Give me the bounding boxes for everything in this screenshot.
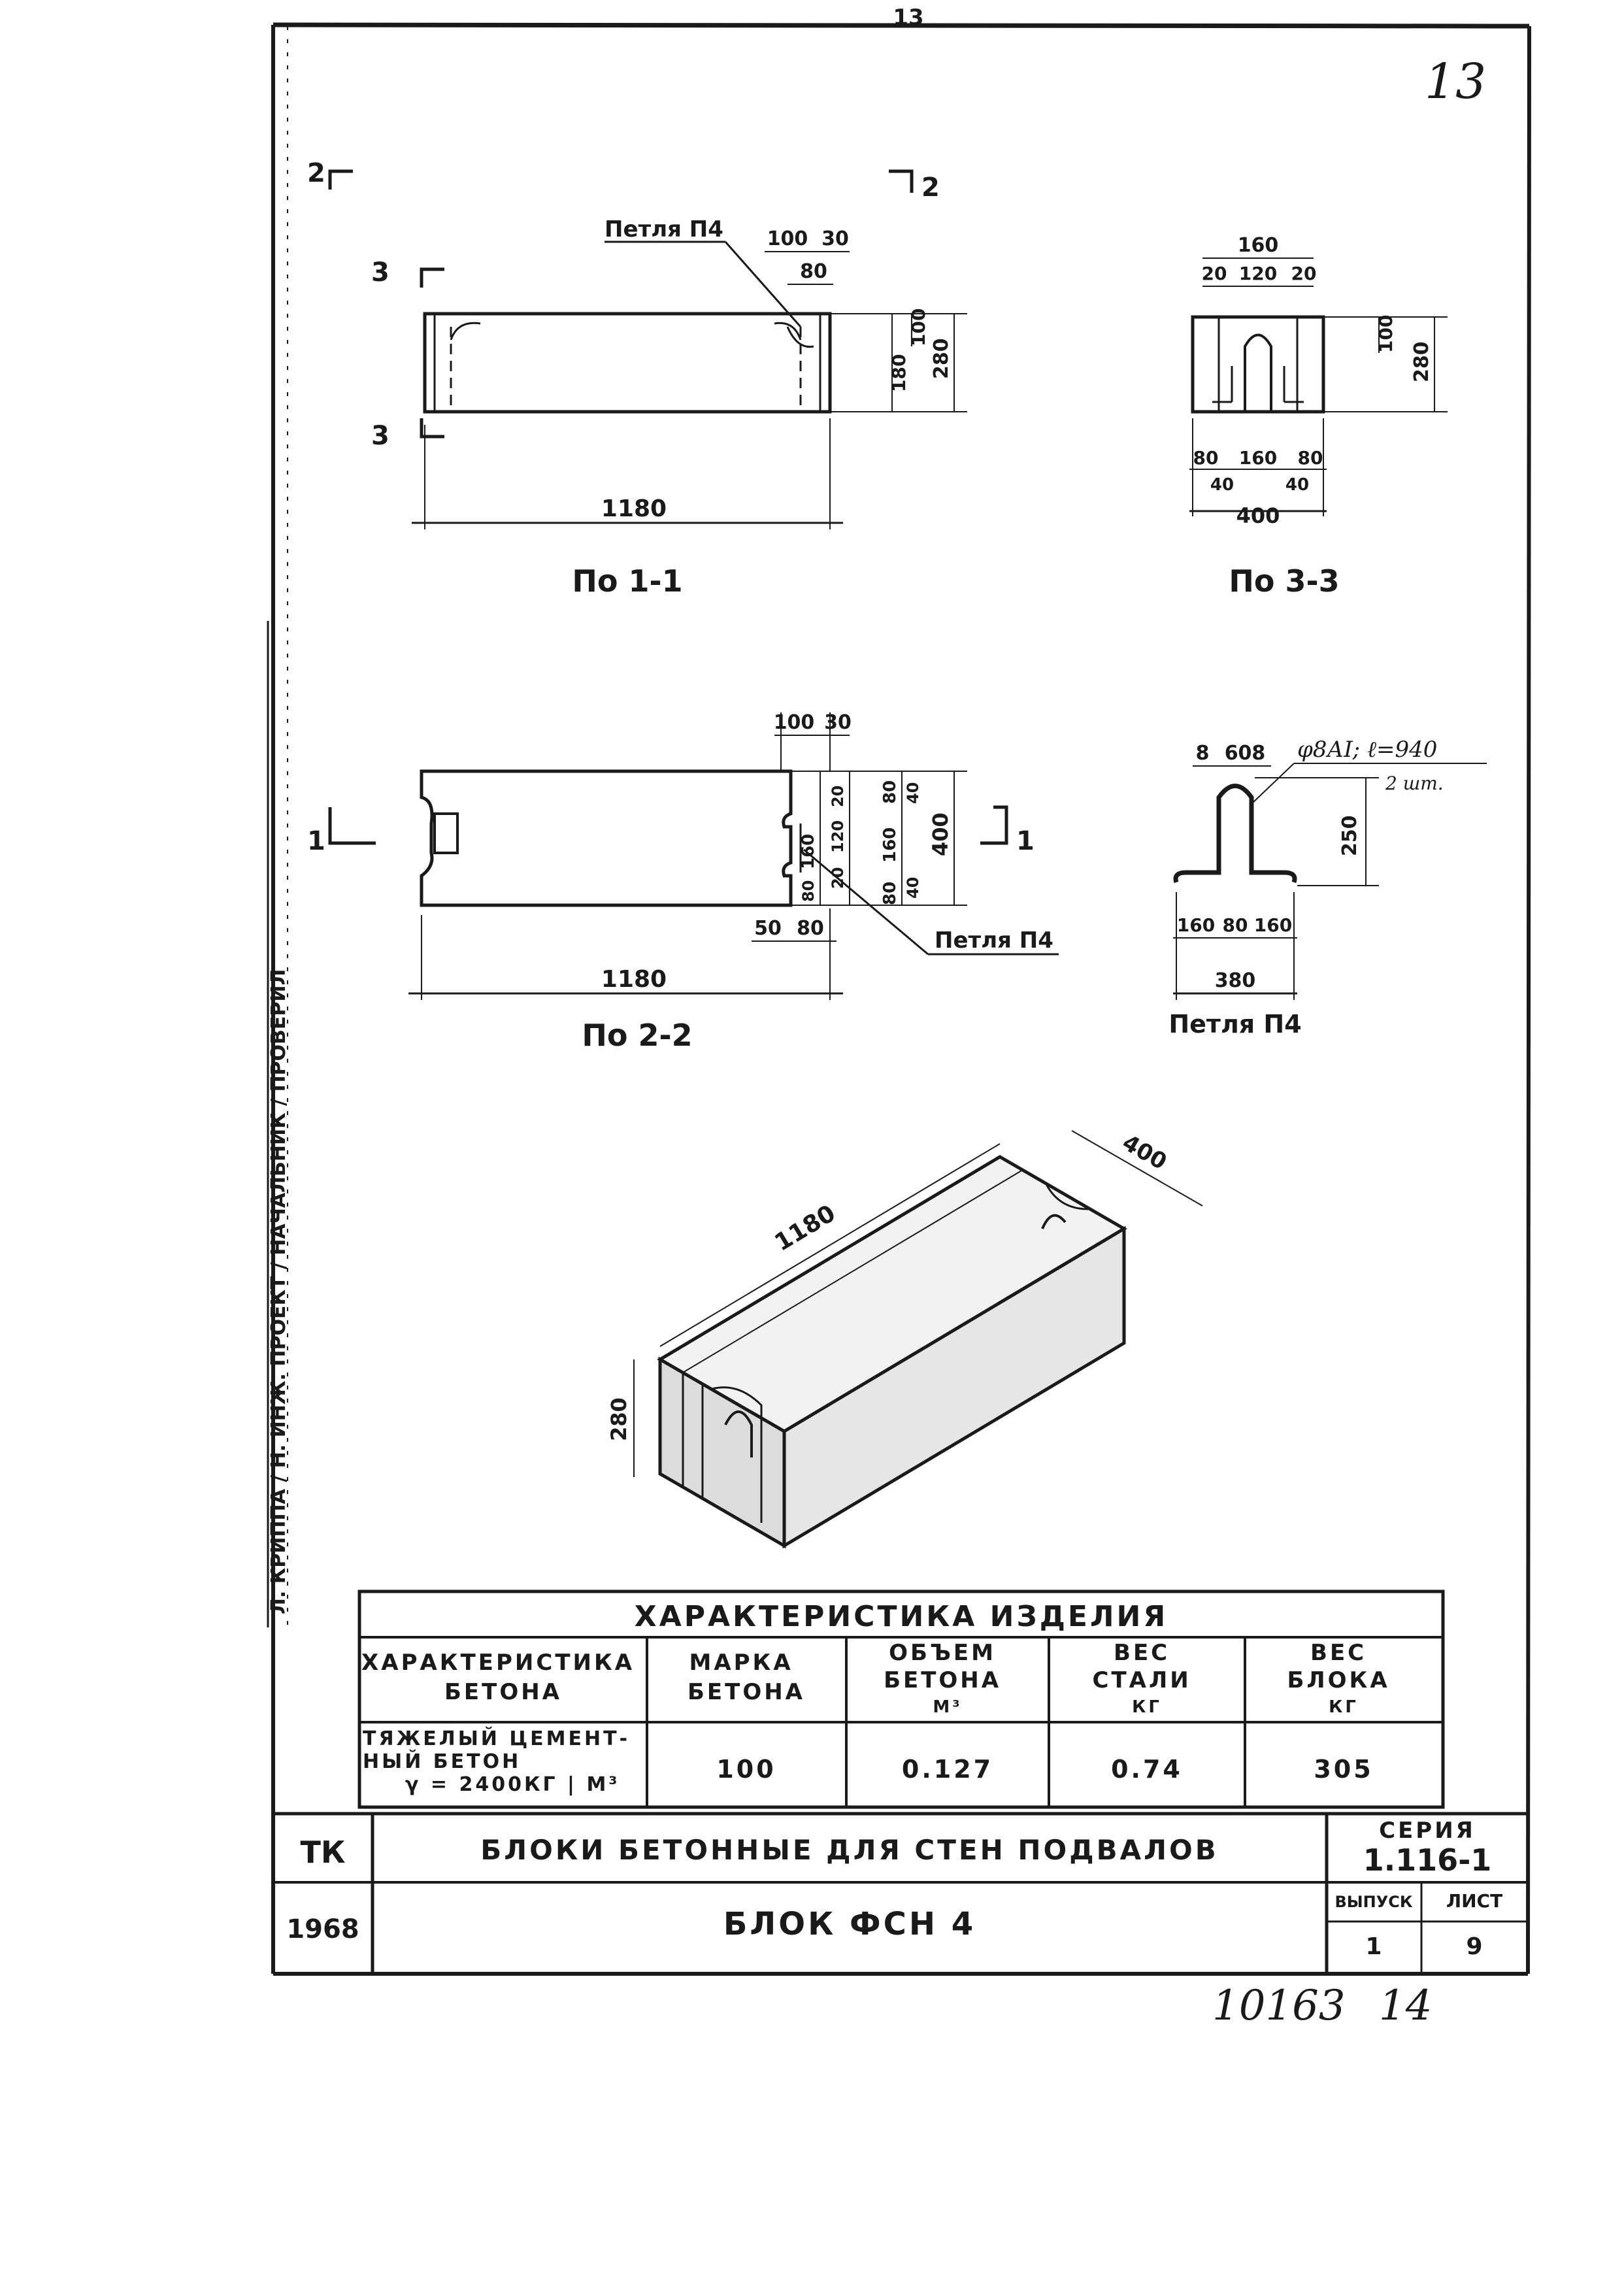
- loop-dim-b1: 160: [1177, 914, 1215, 936]
- issue-label: ВЫПУСК: [1335, 1893, 1413, 1911]
- dim-2-2-top-b: 30: [824, 711, 852, 734]
- view-section-3-3: 160 20 120 20 100 280 80 160 80 40 40 40…: [1189, 234, 1448, 599]
- dim-3-3-b1: 80: [1193, 447, 1219, 469]
- characteristics-title: ХАРАКТЕРИСТИКА ИЗДЕЛИЯ: [635, 1600, 1168, 1633]
- title-block-org: ТК: [301, 1835, 346, 1870]
- title-block-year: 1968: [286, 1914, 359, 1944]
- cut-mark-3-top: 3: [371, 258, 389, 288]
- loop-dim-bend: 8: [1196, 742, 1210, 765]
- dim-2-2-r6: 160: [880, 827, 900, 863]
- dim-2-2-r7: 80: [880, 882, 900, 905]
- dim-1-1-height: 280: [930, 338, 953, 379]
- dim-3-3-width: 400: [1236, 503, 1280, 528]
- cell-grade: 100: [716, 1755, 776, 1784]
- col-header-steel: ВЕС СТАЛИ КГ: [1093, 1640, 1202, 1717]
- dim-1-1-top-b: 30: [821, 227, 849, 250]
- sheet-frame: [271, 22, 1531, 1976]
- loop-dim-total: 380: [1215, 969, 1256, 992]
- dim-3-3-height: 280: [1410, 341, 1433, 382]
- dim-1-1-v-a: 180: [888, 354, 910, 392]
- caption-section-3-3: По 3-3: [1229, 563, 1339, 599]
- dim-3-3-b2: 160: [1239, 447, 1277, 469]
- cut-mark-1-left: 1: [307, 826, 325, 856]
- cell-weight: 305: [1314, 1755, 1373, 1784]
- dim-3-3-v-a: 100: [1375, 315, 1397, 353]
- loop-caption: Петля П4: [1168, 1010, 1301, 1039]
- top-sheet-number: 13: [893, 5, 923, 31]
- series-label: СЕРИЯ: [1379, 1818, 1476, 1844]
- loop-dim-bend-2: 608: [1225, 742, 1266, 765]
- view-section-2-2: 1 1 Петля П4 100 30 20 120 20 160 80 80 …: [307, 711, 1059, 1053]
- iso-dim-height: 280: [606, 1397, 631, 1441]
- loop-count: 2 шт.: [1385, 773, 1444, 794]
- iso-dim-length: 1180: [771, 1200, 840, 1257]
- view-isometric: 1180 400 280: [606, 1129, 1203, 1549]
- view-section-1-1: 2 2 3 3 Петля П4 100 30 80 180 100: [307, 158, 967, 599]
- dim-1-1-top-a: 100: [767, 227, 808, 250]
- col-header-weight: ВЕС БЛОКА КГ: [1287, 1640, 1400, 1717]
- dim-1-1-top-c: 80: [800, 260, 827, 283]
- dim-3-3-b4: 40: [1210, 475, 1234, 495]
- dim-3-3-b5: 40: [1285, 475, 1309, 495]
- archive-page-number: 14: [1379, 1982, 1432, 2030]
- caption-section-1-1: По 1-1: [572, 563, 682, 599]
- archive-number: 10163: [1212, 1982, 1346, 2030]
- col-header-volume: ОБЪЕМ БЕТОНА М³: [884, 1640, 1012, 1717]
- cell-volume: 0.127: [902, 1755, 993, 1784]
- dim-2-2-l1: 160: [799, 834, 818, 869]
- loop-dim-height: 250: [1338, 815, 1361, 856]
- issue-value: 1: [1365, 1933, 1382, 1960]
- dim-2-2-bot-b: 80: [797, 917, 824, 940]
- title-block: [273, 1812, 1528, 1974]
- dim-2-2-r3: 20: [829, 867, 847, 889]
- dim-1-1-v-b: 100: [908, 308, 929, 346]
- dim-1-1-length: 1180: [601, 495, 667, 522]
- cut-mark-1-right: 1: [1016, 826, 1035, 856]
- loop-label-1-1: Петля П4: [605, 216, 723, 242]
- view-loop-p4: 8 608 φ8АI; ℓ=940 2 шт. 250 160 80 160 3…: [1168, 737, 1487, 1039]
- dim-2-2-r5: 40: [904, 782, 922, 804]
- cell-steel: 0.74: [1111, 1755, 1183, 1784]
- loop-spec: φ8АI; ℓ=940: [1297, 737, 1437, 763]
- dim-2-2-r8: 40: [904, 877, 922, 899]
- series-value: 1.116-1: [1363, 1842, 1492, 1878]
- dim-2-2-length: 1180: [601, 966, 667, 993]
- col-header-grade: МАРКА БЕТОНА: [688, 1650, 805, 1705]
- loop-label-2-2: Петля П4: [935, 927, 1053, 954]
- dim-2-2-width: 400: [928, 812, 953, 856]
- dim-3-3-top-c: 20: [1291, 263, 1317, 284]
- corner-sheet-number: 13: [1425, 54, 1486, 110]
- sheet-label: ЛИСТ: [1446, 1890, 1502, 1912]
- dim-2-2-r1: 20: [829, 786, 847, 807]
- dim-2-2-top-a: 100: [774, 711, 815, 734]
- drawing-subtitle: БЛОК ФСН 4: [723, 1906, 976, 1942]
- caption-section-2-2: По 2-2: [582, 1018, 692, 1053]
- loop-dim-b2: 80: [1223, 914, 1248, 936]
- col-header-concrete: ХАРАКТЕРИСТИКА БЕТОНА: [361, 1650, 645, 1705]
- dim-3-3-top: 160: [1238, 234, 1279, 257]
- iso-dim-width: 400: [1118, 1129, 1171, 1175]
- cut-mark-3-bottom: 3: [371, 421, 389, 451]
- dim-3-3-top-b: 120: [1239, 263, 1277, 284]
- characteristics-table: [357, 1589, 1445, 1809]
- drawing-title: БЛОКИ БЕТОННЫЕ ДЛЯ СТЕН ПОДВАЛОВ: [480, 1834, 1218, 1866]
- sheet-value: 9: [1466, 1933, 1482, 1960]
- dim-3-3-b3: 80: [1298, 447, 1323, 469]
- cell-concrete-type: ТЯЖЕЛЫЙ ЦЕМЕНТ- НЫЙ БЕТОН γ = 2400КГ | М…: [363, 1727, 639, 1796]
- cut-mark-2-right: 2: [921, 173, 940, 203]
- left-approval-stamp: Л. КРИППА / Н. ИНЖ. ПРОЕКТ / НАЧАЛЬНИК /…: [267, 969, 290, 1614]
- dim-2-2-r2: 120: [829, 820, 847, 853]
- dim-3-3-top-a: 20: [1202, 263, 1227, 284]
- dim-2-2-l2: 80: [799, 880, 818, 902]
- loop-dim-b3: 160: [1254, 914, 1292, 936]
- cut-mark-2-left: 2: [307, 158, 325, 188]
- dim-2-2-bot-a: 50: [754, 917, 782, 940]
- dim-2-2-r4: 80: [880, 780, 900, 804]
